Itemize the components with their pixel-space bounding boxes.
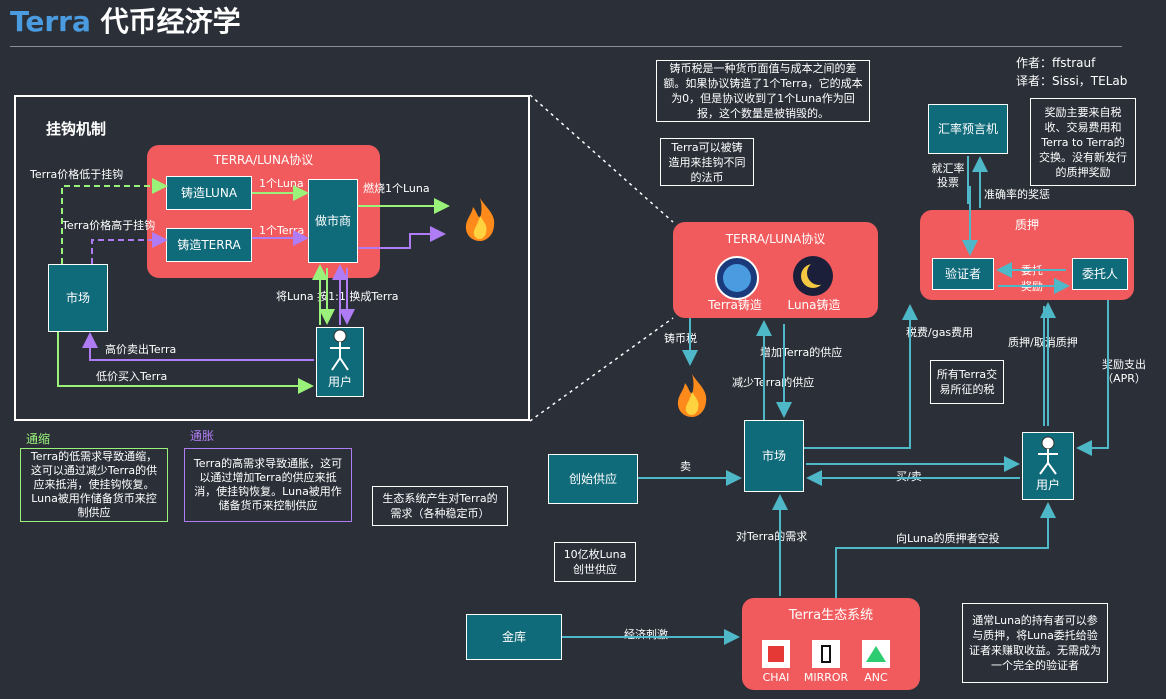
deflation-note: Terra的低需求导致通缩，这可以通过减少Terra的供应来抵消，使挂钩恢复。L… [20,448,168,522]
label-tax-gas: 税费/gas费用 [906,326,974,339]
zoom-line-bottom [529,317,674,422]
app-name-anc: ANC [864,671,888,684]
rewards-note: 奖励主要来自税收、交易费用和Terra to Terra的交换。没有新发行的质押… [1030,98,1136,186]
market-node: 市场 [744,420,804,492]
translator-credit: 译者：Sissi，TELab [1016,74,1128,88]
treasury-node: 金库 [466,614,562,660]
author-credit: 作者：ffstrauf [1016,56,1096,70]
peg-heading: 挂钩机制 [46,120,107,138]
title-rest: 代币经济学 [90,5,241,38]
label-one-terra: 1个Terra [259,224,305,237]
label-buy-sell: 买/卖 [896,470,922,483]
seigniorage-note: 铸币税是一种货币面值与成本之间的差额。如果协议铸造了1个Terra，它的成本为0… [656,60,870,122]
peg-user-node: 用户 [316,327,364,397]
arrow-reward-payout [1076,300,1109,456]
deflation-heading: 通缩 [26,432,51,446]
page-title: Terra 代币经济学 [10,2,241,42]
label-airdrop: 向Luna的质押者空投 [896,532,1000,545]
chai-logo-icon [762,640,790,668]
peg-user-label: 用户 [327,375,352,389]
usually-note: 通常Luna的持有者可以参与质押，将Luna委托给验证者来赚取收益。无需成为一个… [962,603,1108,683]
label-sell: 卖 [680,460,691,473]
luna-mint-label: Luna铸造 [787,298,841,312]
mint-luna-node: 铸造LUNA [166,176,252,210]
fire-icon-2 [677,374,707,417]
label-increase-supply: 增加Terra的供应 [760,346,843,359]
peg-user-icon [330,329,350,371]
arrow-price-low [61,178,168,264]
title-divider [10,46,1122,47]
staking-title: 质押 [1014,218,1039,232]
label-accuracy-reward: 准确率的奖惩 [984,188,1050,201]
protocol-title: TERRA/LUNA协议 [725,232,826,246]
label-demand: 对Terra的需求 [736,530,808,543]
label-reward-payout: 奖励支出 （APR） [1102,358,1146,385]
label-sell-high: 高价卖出Terra [105,343,177,356]
zoom-line-top [529,94,674,223]
arrow-airdrop [835,502,1056,598]
label-one-luna: 1个Luna [259,177,304,190]
app-name-mirror: MIRROR [803,671,849,684]
mirror-logo-icon [812,640,840,668]
label-price-low: Terra价格低于挂钩 [30,168,124,181]
label-swap: 将Luna 按1:1 换成Terra [276,290,399,303]
label-exchange-vote: 就汇率 投票 [931,162,965,189]
ecosystem-title: Terra生态系统 [788,608,874,623]
user-label: 用户 [1035,478,1060,492]
genesis-supply-node: 创始供应 [548,454,638,504]
arrow-sell-high [82,332,314,361]
luna-coin-icon [793,256,833,296]
genesis-note: 10亿枚Luna创世供应 [554,542,636,582]
label-seigniorage: 铸币税 [664,332,697,345]
terra-luna-protocol-box: TERRA/LUNA协议 [673,222,878,318]
mint-terra-node: 铸造TERRA [166,228,252,262]
user-node: 用户 [1022,432,1074,500]
validator-node: 验证者 [932,258,994,290]
terra-mint-label: Terra铸造 [708,298,762,312]
tax-note: 所有Terra交易所征的税 [930,360,1004,404]
arrow-new-terra [358,226,446,249]
label-burn-luna: 燃烧1个Luna [363,182,430,195]
ecosystem-demand-note: 生态系统产生对Terra的需求（各种稳定币） [372,486,508,526]
fire-icon [465,198,495,241]
inflation-note: Terra的高需求导致通胀，这可以通过增加Terra的供应来抵消，使挂钩恢复。L… [184,448,352,522]
market-maker-node: 做市商 [308,179,358,263]
label-decrease-supply: 减少Terra的供应 [732,376,815,389]
peg-market-node: 市场 [48,264,108,332]
peg-protocol-title: TERRA/LUNA协议 [213,153,314,167]
peg-mechanism-panel [14,95,530,421]
arrow-tax-gas [804,304,918,449]
title-brand: Terra [10,5,91,38]
user-icon [1038,436,1058,475]
fiat-note: Terra可以被铸造用来挂钩不同的法币 [660,138,754,186]
arrow-price-high [91,232,168,264]
anchor-logo-icon [862,640,890,668]
arrow-buy-low [57,332,314,394]
delegator-node: 委托人 [1072,258,1128,290]
label-buy-low: 低价买入Terra [96,370,168,383]
oracle-node: 汇率预言机 [928,104,1008,154]
inflation-heading: 通胀 [190,429,215,443]
label-price-high: Terra价格高于挂钩 [62,219,156,232]
terra-coin-icon [715,256,759,300]
label-stake-unstake: 质押/取消质押 [1008,336,1078,349]
app-name-chai: CHAI [762,671,790,684]
